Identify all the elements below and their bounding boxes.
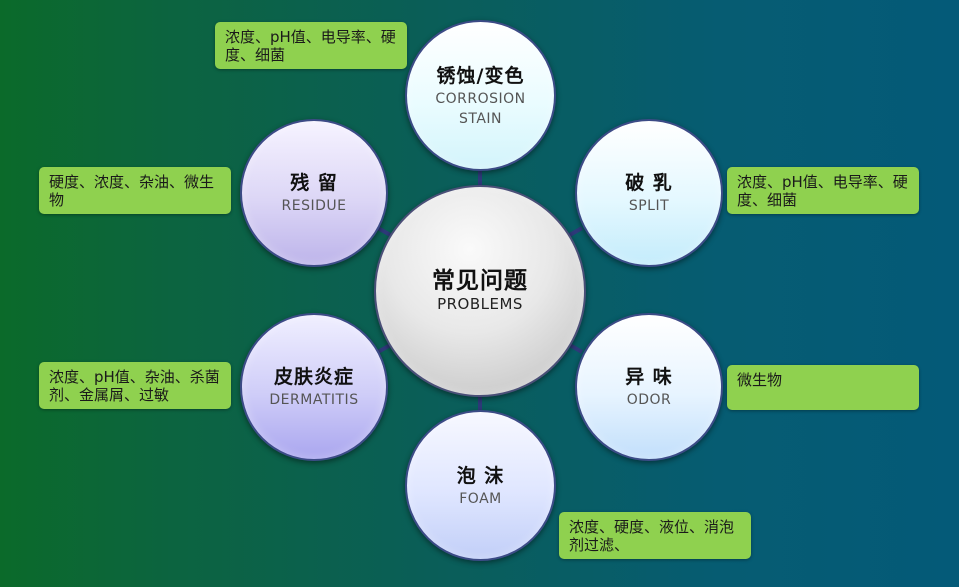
note-split: 浓度、pH值、电导率、硬度、细菌	[727, 167, 919, 214]
node-subtitle-line2: STAIN	[458, 110, 503, 127]
note-corrosion: 浓度、pH值、电导率、硬度、细菌	[215, 22, 407, 69]
center-subtitle: PROBLEMS	[437, 295, 523, 313]
node-title: 破 乳	[625, 172, 673, 194]
node-title: 皮肤炎症	[273, 366, 354, 388]
center-title: 常见问题	[432, 268, 528, 294]
node-subtitle: DERMATITIS	[269, 392, 359, 408]
note-odor: 微生物	[727, 365, 919, 410]
node-odor: 异 味 ODOR	[575, 313, 723, 461]
center-node-problems: 常见问题 PROBLEMS	[374, 185, 586, 397]
note-foam: 浓度、硬度、液位、消泡剂过滤、	[559, 512, 751, 559]
note-dermatitis: 浓度、pH值、杂油、杀菌剂、金属屑、过敏	[39, 362, 231, 409]
node-subtitle: FOAM	[459, 490, 502, 507]
node-title: 异 味	[625, 366, 673, 388]
node-subtitle: ODOR	[626, 392, 672, 408]
node-title: 泡 沫	[456, 464, 505, 487]
node-dermatitis: 皮肤炎症 DERMATITIS	[240, 313, 388, 461]
node-title: 锈蚀/变色	[436, 64, 525, 87]
node-subtitle: SPLIT	[628, 198, 670, 214]
note-residue: 硬度、浓度、杂油、微生物	[39, 167, 231, 214]
node-split: 破 乳 SPLIT	[575, 119, 723, 267]
node-corrosion-stain: 锈蚀/变色 CORROSION STAIN	[405, 20, 556, 171]
node-subtitle: RESIDUE	[281, 198, 347, 214]
node-title: 残 留	[290, 172, 338, 194]
node-foam: 泡 沫 FOAM	[405, 410, 556, 561]
node-subtitle-line1: CORROSION	[435, 90, 526, 107]
node-residue: 残 留 RESIDUE	[240, 119, 388, 267]
